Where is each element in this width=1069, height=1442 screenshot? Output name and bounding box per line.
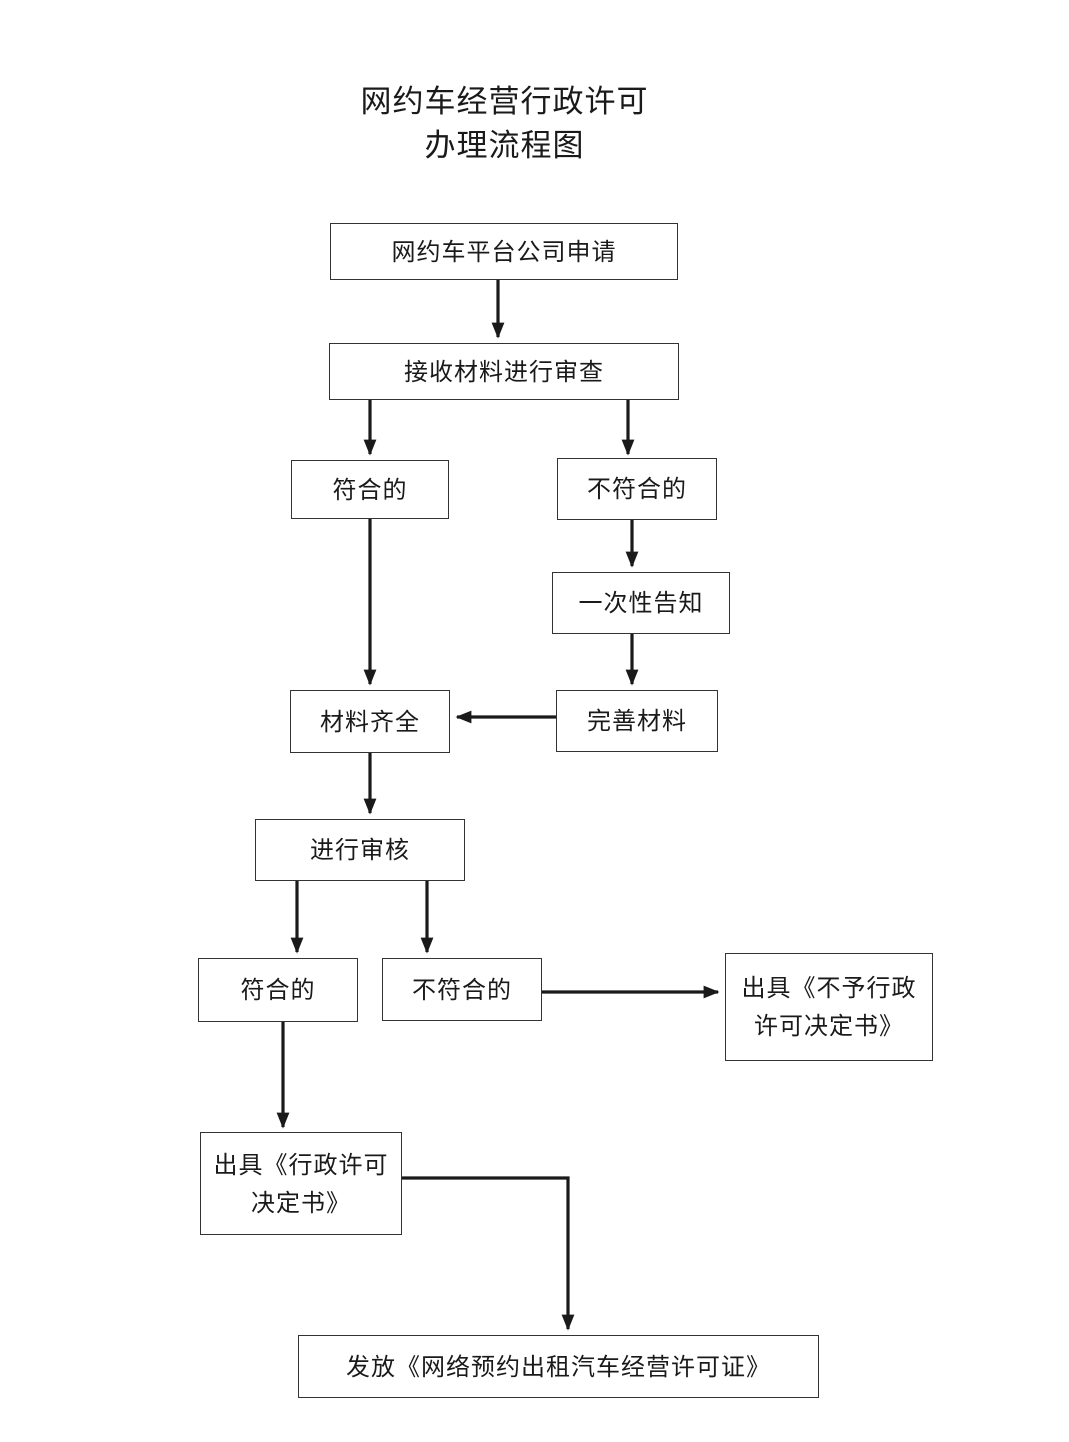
node-denial-decision-line2: 许可决定书》 bbox=[754, 1012, 904, 1040]
node-ineligible-first-label: 不符合的 bbox=[587, 475, 687, 503]
node-review-materials: 接收材料进行审查 bbox=[329, 343, 679, 400]
node-materials-complete: 材料齐全 bbox=[290, 690, 450, 753]
node-platform-apply-label: 网约车平台公司申请 bbox=[391, 237, 617, 266]
node-approval-decision-line2: 决定书》 bbox=[251, 1188, 351, 1217]
diagram-title-line2: 办理流程图 bbox=[424, 128, 585, 164]
node-materials-complete-label: 材料齐全 bbox=[320, 707, 420, 736]
node-ineligible-second: 不符合的 bbox=[382, 958, 542, 1021]
node-eligible-second: 符合的 bbox=[198, 958, 358, 1022]
diagram-title-line1: 网约车经营行政许可 bbox=[360, 84, 649, 120]
node-supplement-materials: 完善材料 bbox=[556, 690, 718, 752]
node-denial-decision-line1: 出具《不予行政 bbox=[741, 974, 917, 1002]
node-denial-decision: 出具《不予行政 许可决定书》 bbox=[725, 953, 933, 1061]
node-audit-label: 进行审核 bbox=[310, 836, 410, 864]
node-eligible-first-label: 符合的 bbox=[332, 475, 408, 504]
node-platform-apply: 网约车平台公司申请 bbox=[330, 223, 678, 280]
node-eligible-second-label: 符合的 bbox=[240, 976, 316, 1004]
node-ineligible-second-label: 不符合的 bbox=[412, 975, 512, 1004]
node-approval-decision: 出具《行政许可 决定书》 bbox=[200, 1132, 402, 1235]
node-audit: 进行审核 bbox=[255, 819, 465, 881]
node-issue-license-label: 发放《网络预约出租汽车经营许可证》 bbox=[346, 1352, 771, 1381]
node-issue-license: 发放《网络预约出租汽车经营许可证》 bbox=[298, 1335, 819, 1398]
node-one-time-notice: 一次性告知 bbox=[552, 572, 730, 634]
node-supplement-materials-label: 完善材料 bbox=[587, 707, 687, 735]
node-one-time-notice-label: 一次性告知 bbox=[578, 589, 704, 617]
node-eligible-first: 符合的 bbox=[291, 460, 449, 519]
node-approval-decision-line1: 出具《行政许可 bbox=[213, 1150, 389, 1179]
node-review-materials-label: 接收材料进行审查 bbox=[404, 357, 604, 386]
node-ineligible-first: 不符合的 bbox=[557, 458, 717, 520]
arrow-approval-to-license bbox=[402, 1176, 575, 1331]
